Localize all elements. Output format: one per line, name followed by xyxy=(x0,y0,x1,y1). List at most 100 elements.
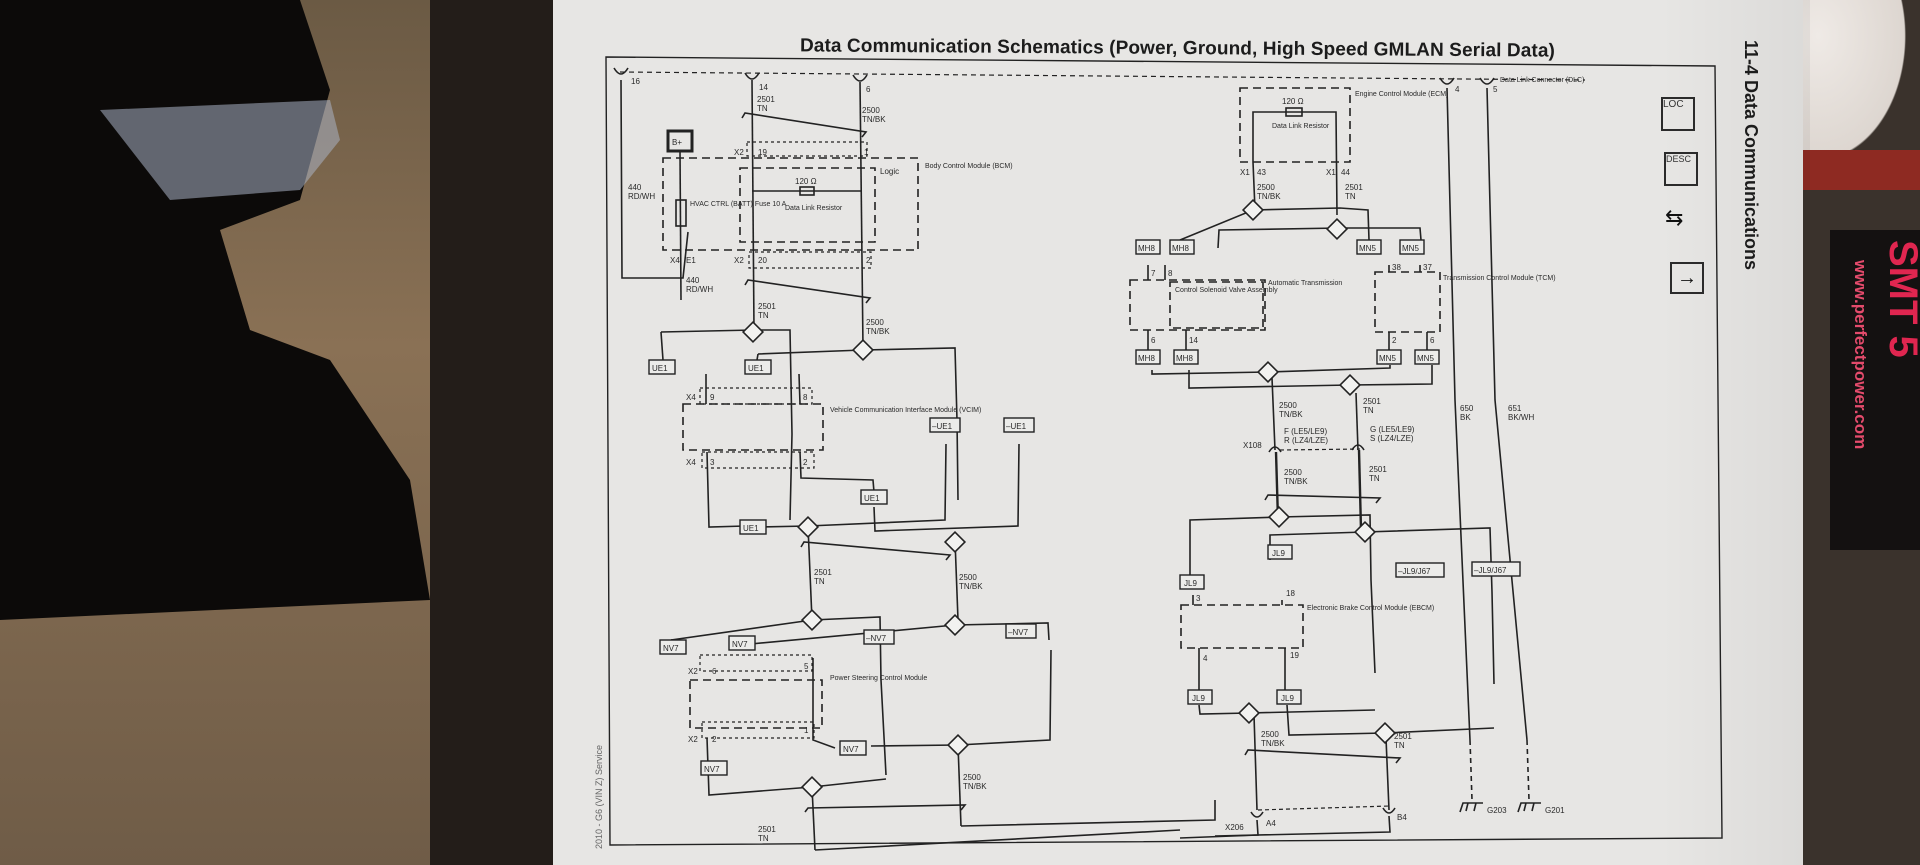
splice-pack xyxy=(1241,198,1265,222)
vcim-x4-top xyxy=(699,387,813,405)
page-curl-shade xyxy=(1660,0,1810,865)
wire-label: TN/BK xyxy=(959,582,983,591)
option-label: MH8 xyxy=(1138,354,1155,363)
bcm-outline xyxy=(662,157,919,251)
pin-label: 2 xyxy=(1392,336,1397,345)
splice-pack xyxy=(1338,373,1362,397)
pin-label: 6 xyxy=(1430,336,1435,345)
wire-label: 2500 xyxy=(866,318,884,327)
wire-vcim-tn xyxy=(660,329,793,521)
wire-label: 2500 xyxy=(1261,730,1279,739)
splice-pack xyxy=(943,613,967,637)
wire-label: TN xyxy=(814,577,825,586)
x108-label: X108 xyxy=(1243,441,1262,450)
wire-vcim-tn-left xyxy=(660,331,664,361)
splice-pack xyxy=(1267,505,1291,529)
option-label: UE1 xyxy=(743,524,759,533)
option-box-jl9 xyxy=(1276,689,1302,705)
option-box-mn5 xyxy=(1399,239,1425,255)
wire-label: TN/BK xyxy=(862,115,886,124)
wire-label: 2501 xyxy=(758,825,776,834)
tcm-outline xyxy=(1374,271,1441,333)
option-box-mh8 xyxy=(1135,349,1161,365)
bcm-resistor-label: Data Link Resistor xyxy=(785,205,843,212)
wire-label: RD/WH xyxy=(686,285,713,294)
wire-651 xyxy=(1486,87,1528,741)
x206-pin-b xyxy=(1382,807,1396,814)
photo-background-tube xyxy=(1785,150,1920,190)
smt5-brand: SMT 5 xyxy=(1881,240,1920,358)
option-box-mn5 xyxy=(1376,349,1402,365)
splice-pack xyxy=(1237,701,1261,725)
option-label: JL9 xyxy=(1192,694,1205,703)
x108-pin-low xyxy=(1268,446,1282,453)
wire-2501-x108 xyxy=(1355,392,1359,451)
splice-pack xyxy=(1373,721,1397,745)
ecm-resistor-label: Data Link Resistor xyxy=(1272,123,1330,130)
pin-label: 18 xyxy=(1286,589,1295,598)
tools-icon: ⇆ xyxy=(1665,205,1684,230)
option-label: UE1 xyxy=(748,364,764,373)
wire-label: 2501 xyxy=(814,568,832,577)
ground-label: G203 xyxy=(1487,806,1507,815)
desc-icon-text: DESC xyxy=(1666,154,1692,164)
pin-label: F (LE5/LE9) xyxy=(1284,427,1327,436)
wire-label: 2500 xyxy=(1257,183,1275,192)
dlc-name: Data Link Connector (DLC) xyxy=(1500,77,1584,84)
dlc-bus xyxy=(619,71,1586,81)
wire-label: TN/BK xyxy=(1279,410,1303,419)
option-box-not-nv7 xyxy=(863,629,895,645)
splice-pack xyxy=(851,338,875,362)
twist-marker xyxy=(741,112,868,138)
bcm-logic-label: Logic xyxy=(880,167,899,176)
ecm-name: Engine Control Module (ECM) xyxy=(1355,91,1448,98)
pin-label: 3 xyxy=(1196,594,1201,603)
wire-label: 650 xyxy=(1460,404,1474,413)
connector-label: X2 xyxy=(688,735,698,744)
vcim-outline xyxy=(682,403,824,451)
wire-label: TN xyxy=(1369,474,1380,483)
bcm-logic-outline xyxy=(739,167,876,243)
option-label: NV7 xyxy=(704,765,720,774)
smt5-url: www.perfectpower.com xyxy=(1851,260,1870,450)
dlc-pin-14 xyxy=(744,72,760,80)
wire-2500-x108 xyxy=(1271,377,1276,451)
dlc-pin-label: 16 xyxy=(631,77,640,86)
photo-background-desk xyxy=(430,0,560,865)
option-box-not-nv7 xyxy=(1005,623,1037,639)
wire-label: TN xyxy=(1363,406,1374,415)
pin-label: 44 xyxy=(1341,168,1350,177)
loc-icon-text: LOC xyxy=(1663,99,1684,110)
wire-label: RD/WH xyxy=(628,192,655,201)
option-label: JL9 xyxy=(1281,694,1294,703)
option-label: –JL9/J67 xyxy=(1474,566,1507,575)
vcim-name: Vehicle Communication Interface Module (… xyxy=(830,407,981,414)
solenoid-outline xyxy=(1169,281,1264,329)
splice-pack xyxy=(800,775,824,799)
option-box-not-ue1 xyxy=(929,417,961,433)
connector-label: X4 xyxy=(686,393,696,402)
option-label: NV7 xyxy=(732,640,748,649)
pin-label: 14 xyxy=(1189,336,1198,345)
wire-label: 2501 xyxy=(757,95,775,104)
pin-label: 9 xyxy=(710,393,715,402)
connector-label: X4 xyxy=(670,256,680,265)
wire-label: TN xyxy=(757,104,768,113)
option-box-ue1 xyxy=(739,519,767,535)
pin-label: 8 xyxy=(1168,269,1173,278)
pin-label: 5 xyxy=(804,662,809,671)
pscm-name: Power Steering Control Module xyxy=(830,675,927,682)
wire-vcim-lower-tn xyxy=(759,443,947,528)
pin-label: A4 xyxy=(1266,819,1276,828)
dlc-pin-label: 4 xyxy=(1455,85,1460,94)
wire-label: TN xyxy=(758,311,769,320)
ebcm-name: Electronic Brake Control Module (EBCM) xyxy=(1307,605,1434,612)
option-label: UE1 xyxy=(652,364,668,373)
wire-650 xyxy=(1446,87,1471,741)
option-label: NV7 xyxy=(843,745,859,754)
ecm-resistor xyxy=(1285,107,1303,117)
option-label: MN5 xyxy=(1402,244,1419,253)
option-label: NV7 xyxy=(663,644,679,653)
desc-icon: DESC xyxy=(1664,152,1698,186)
